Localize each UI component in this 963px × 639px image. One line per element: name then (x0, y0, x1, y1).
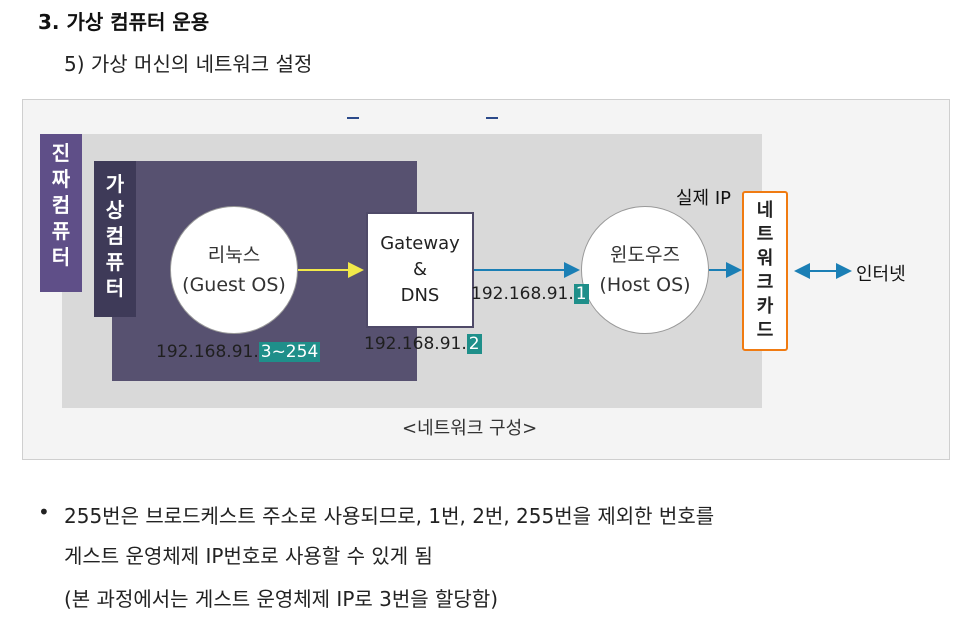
bullet-dot-icon: • (38, 500, 50, 524)
section-title: 3. 가상 컴퓨터 운용 (38, 10, 210, 34)
windows-host-node: 윈도우즈 (Host OS) (581, 206, 709, 334)
network-card-node: 네 트 워 크 카 드 (742, 191, 788, 351)
internet-label: 인터넷 (856, 264, 906, 285)
virtual-computer-label: 가 상 컴 퓨 터 (94, 161, 136, 317)
bullet-text-line: 게스트 운영체제 IP번호로 사용할 수 있게 됨 (64, 544, 433, 568)
linux-guest-node: 리눅스 (Guest OS) (170, 206, 298, 334)
decor-dash (486, 117, 498, 119)
decor-dash (347, 117, 359, 119)
bullet-text-line: 255번은 브로드케스트 주소로 사용되므로, 1번, 2번, 255번을 제외… (64, 504, 715, 528)
real-computer-label: 진 짜 컴 퓨 터 (40, 134, 82, 292)
real-ip-label: 실제 IP (676, 188, 732, 209)
sub-title: 5) 가상 머신의 네트워크 설정 (64, 52, 313, 76)
gateway-dns-node: Gateway & DNS (366, 212, 474, 328)
ip-guest-range: 192.168.91.3~254 (156, 342, 321, 362)
bullet-text-line: (본 과정에서는 게스트 운영체제 IP로 3번을 할당함) (64, 587, 499, 611)
ip-host: 192.168.91.1 (471, 284, 589, 304)
ip-gateway: 192.168.91.2 (364, 334, 482, 354)
figure-caption: <네트워크 구성> (402, 418, 538, 439)
